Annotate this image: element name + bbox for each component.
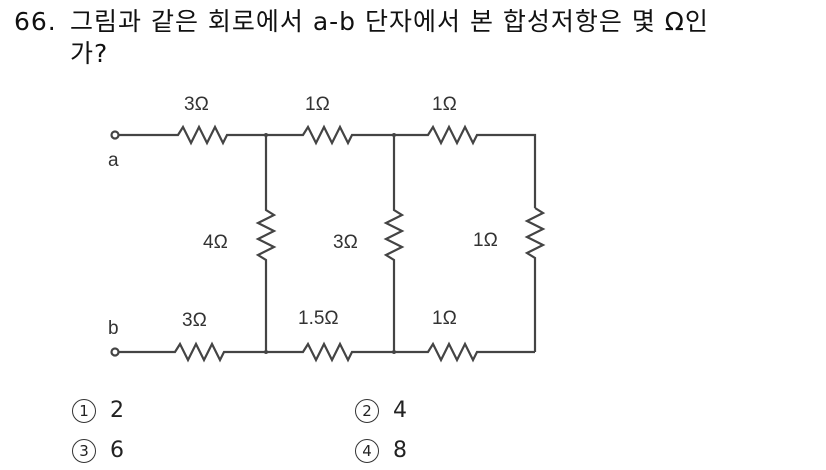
question-text-line1: 그림과 같은 회로에서 a-b 단자에서 본 합성저항은 몇 Ω인 — [70, 7, 709, 36]
option-value-1: 2 — [110, 398, 124, 423]
resistor-shunt-mid-label: 3Ω — [333, 232, 358, 253]
terminal-a-label: a — [108, 150, 119, 171]
resistor-top-mid-label: 1Ω — [305, 94, 330, 115]
option-mark-4: 4 — [355, 439, 379, 463]
resistor-shunt-right-label: 1Ω — [473, 230, 498, 251]
resistor-bot-mid-label: 1.5Ω — [298, 308, 339, 329]
resistor-top-right-label: 1Ω — [432, 94, 457, 115]
resistor-top-left-label: 3Ω — [184, 94, 209, 115]
option-mark-2: 2 — [355, 399, 379, 423]
option-value-4: 8 — [393, 438, 407, 463]
option-mark-3: 3 — [72, 439, 96, 463]
terminal-b-label: b — [108, 318, 119, 339]
question: 66. 그림과 같은 회로에서 a-b 단자에서 본 합성저항은 몇 Ω인 가? — [14, 6, 709, 70]
resistor-bot-right-label: 1Ω — [432, 308, 457, 329]
question-number: 66. — [14, 7, 57, 36]
resistor-bot-left-label: 3Ω — [182, 310, 207, 331]
resistor-shunt-left-label: 4Ω — [203, 232, 228, 253]
option-value-2: 4 — [393, 398, 407, 423]
option-value-3: 6 — [110, 438, 124, 463]
question-text-line2: 가? — [70, 39, 109, 68]
option-mark-1: 1 — [72, 399, 96, 423]
